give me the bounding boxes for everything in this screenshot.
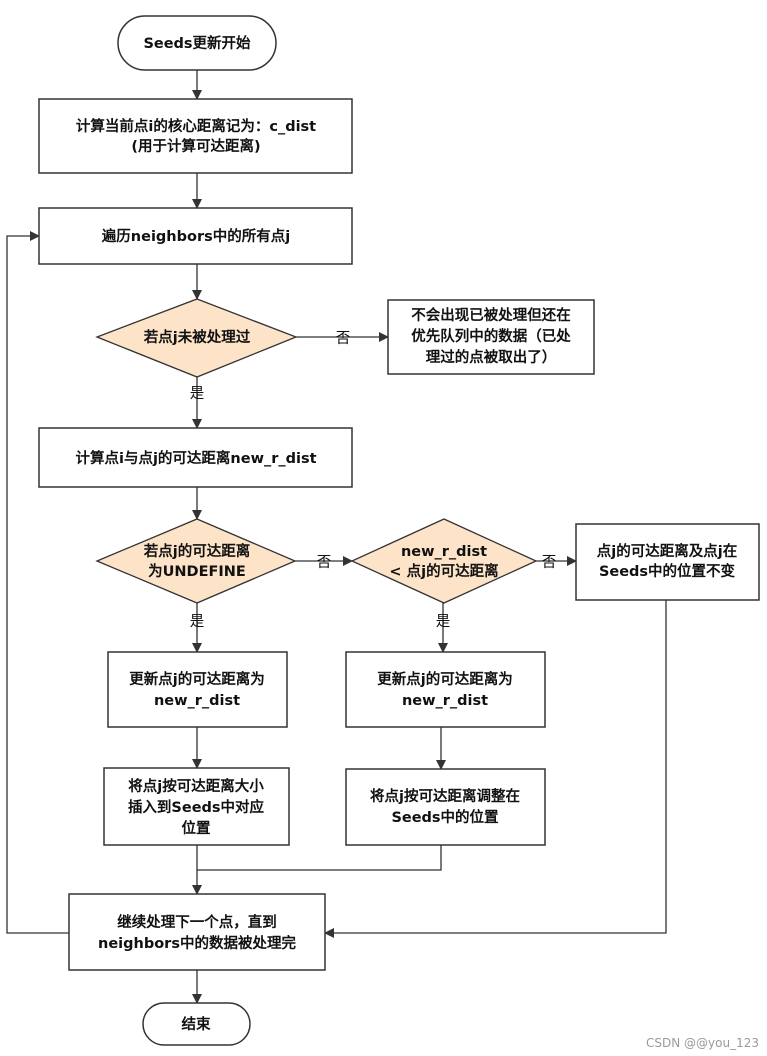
edge-label-no-3: 否	[542, 555, 557, 571]
unchanged-line1: 点j的可达距离及点j在	[597, 542, 737, 560]
note-box	[387, 299, 595, 375]
edge-label-yes-1: 是	[190, 386, 205, 402]
edge-label-yes-3: 是	[436, 614, 451, 630]
continue-box	[68, 893, 326, 971]
edge-unchanged-to-continue	[324, 600, 667, 938]
edge-adjust-to-continue	[197, 845, 442, 871]
edge-label-no-1: 否	[336, 331, 351, 347]
edge-label-no-2: 否	[317, 555, 332, 571]
update-left-line2: new_r_dist	[154, 693, 240, 709]
decision-undefine-line2: 为UNDEFINE	[148, 562, 246, 580]
loop-neighbors-box	[38, 207, 353, 265]
compute-core-line2: (用于计算可达距离)	[131, 137, 260, 155]
update-right-line1: 更新点j的可达距离为	[377, 670, 512, 688]
edge-continue-loopback	[6, 231, 69, 934]
unchanged-line2: Seeds中的位置不变	[599, 562, 736, 580]
insert-line3: 位置	[182, 819, 211, 837]
continue-line1: 继续处理下一个点，直到	[117, 913, 277, 931]
update-left-box	[107, 651, 288, 728]
decision-compare-line1: new_r_dist	[401, 544, 487, 560]
decision-undefine-line1: 若点j的可达距离	[143, 542, 250, 560]
watermark: CSDN @@you_123	[646, 1036, 759, 1050]
update-right-box	[345, 651, 546, 728]
compute-core-line1: 计算当前点i的核心距离记为：c_dist	[76, 117, 316, 135]
continue-line2: neighbors中的数据被处理完	[98, 934, 296, 952]
compute-reach-label: 计算点i与点j的可达距离new_r_dist	[75, 449, 316, 467]
insert-box	[103, 767, 290, 846]
edges	[6, 70, 667, 1004]
insert-line1: 将点j按可达距离大小	[128, 777, 264, 795]
note-line1: 不会出现已被处理但还在	[411, 306, 571, 324]
adjust-line1: 将点j按可达距离调整在	[370, 787, 520, 805]
compute-core-box	[38, 98, 353, 174]
end-terminal	[142, 1002, 251, 1046]
decision-undefine	[95, 518, 297, 604]
decision-compare	[350, 518, 538, 604]
note-line3: 理过的点被取出了）	[426, 348, 557, 366]
insert-line2: 插入到Seeds中对应	[128, 798, 265, 816]
edge-label-yes-2: 是	[190, 614, 205, 630]
start-terminal	[117, 15, 277, 71]
end-label: 结束	[182, 1015, 211, 1033]
decision-processed-label: 若点j未被处理过	[143, 328, 251, 346]
adjust-box	[345, 768, 546, 846]
update-left-line1: 更新点j的可达距离为	[129, 670, 264, 688]
adjust-line2: Seeds中的位置	[391, 808, 498, 826]
unchanged-box	[575, 523, 760, 601]
decision-compare-line2: < 点j的可达距离	[389, 562, 498, 580]
note-line2: 优先队列中的数据（已处	[411, 327, 571, 345]
compute-reach-box	[38, 427, 353, 488]
loop-neighbors-label: 遍历neighbors中的所有点j	[101, 227, 290, 245]
decision-processed	[95, 298, 298, 378]
start-label: Seeds更新开始	[143, 34, 251, 52]
update-right-line2: new_r_dist	[402, 693, 488, 709]
